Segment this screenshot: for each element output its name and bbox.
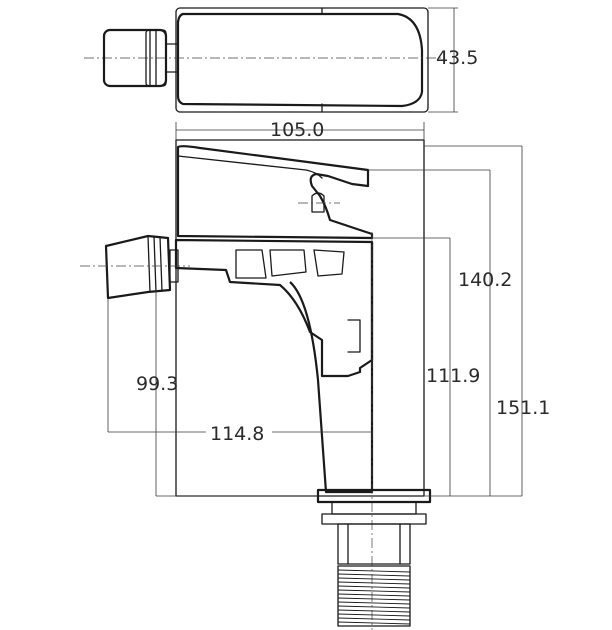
body-cavity-left bbox=[235, 249, 267, 279]
lever-inner-line bbox=[177, 155, 323, 179]
dimension-lines: 105.0 151.1 140.2 111.9 99.3 114.8 bbox=[107, 119, 550, 497]
spout-height-dimension-label: 140.2 bbox=[458, 269, 512, 291]
base-washer bbox=[331, 501, 417, 515]
top-view: 43.5 bbox=[84, 7, 478, 113]
base-nut bbox=[321, 513, 427, 525]
spout-stem bbox=[289, 242, 374, 494]
reach-dimension-label: 114.8 bbox=[210, 423, 264, 445]
body-cavity-mid bbox=[269, 249, 307, 277]
body-block bbox=[174, 238, 374, 378]
width-dimension-label: 105.0 bbox=[270, 119, 324, 141]
body-cavity-right bbox=[313, 249, 345, 277]
top-view-handle bbox=[176, 12, 424, 108]
threaded-shank bbox=[337, 565, 411, 627]
body-height-dimension-label: 111.9 bbox=[426, 365, 480, 387]
body-step bbox=[347, 319, 361, 353]
shank-body bbox=[337, 523, 411, 565]
top-view-plate bbox=[175, 7, 429, 113]
cartridge-knob bbox=[311, 192, 325, 213]
lever-handle bbox=[176, 145, 374, 240]
outlet-height-dimension-label: 99.3 bbox=[136, 373, 178, 395]
side-view bbox=[80, 139, 432, 630]
side-aerator bbox=[80, 234, 190, 300]
depth-dimension-label: 43.5 bbox=[436, 47, 478, 69]
total-height-dimension-label: 151.1 bbox=[496, 397, 550, 419]
top-view-aerator bbox=[102, 28, 179, 88]
